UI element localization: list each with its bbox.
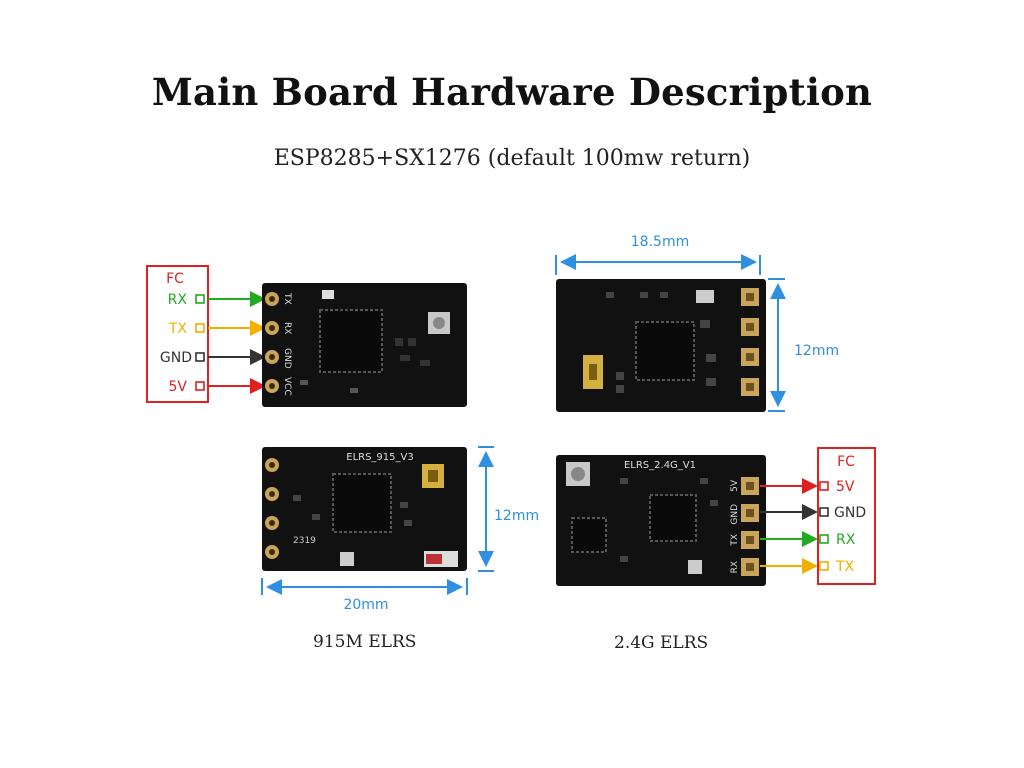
fc-right-pin-tx: TX: [835, 559, 855, 575]
fc-pin-rx: RX: [168, 292, 188, 308]
board24-pin-5v: 5V: [730, 479, 740, 492]
wires-left: [208, 291, 266, 394]
board-label-915: ELRS_915_V3: [346, 452, 413, 463]
width-label-915: 20mm: [343, 597, 388, 613]
fc-box-left: FC RX TX GND 5V: [146, 265, 209, 403]
board-label-24: ELRS_2.4G_V1: [624, 460, 696, 471]
height-label-915: 12mm: [494, 508, 539, 524]
board24-pin-rx: RX: [730, 561, 740, 573]
fc-pin-tx: TX: [168, 321, 188, 337]
fc-right-pin-rx: RX: [836, 532, 856, 548]
caption-24: 2.4G ELRS: [614, 633, 709, 653]
chip-marking: 2319: [293, 536, 316, 546]
wires-right: [760, 478, 818, 574]
dim-width-24: 18.5mm: [555, 234, 761, 275]
fc-header-right: FC: [837, 454, 855, 470]
board-24-bottom: [556, 279, 766, 412]
fc-pin-5v: 5V: [169, 379, 188, 395]
board-pin-rx: RX: [282, 322, 292, 334]
caption-915: 915M ELRS: [313, 632, 417, 652]
board-24-top: ELRS_2.4G_V1 5V GND TX RX: [556, 455, 766, 586]
fc-header-left: FC: [166, 271, 184, 287]
fc-right-pin-5v: 5V: [836, 479, 855, 495]
height-label-24: 12mm: [794, 343, 839, 359]
board-915-bottom: ELRS_915_V3 2319: [262, 447, 467, 571]
board24-pin-gnd: GND: [730, 504, 740, 525]
dim-height-915: 12mm: [478, 446, 539, 572]
page-subtitle: ESP8285+SX1276 (default 100mw return): [273, 146, 751, 171]
fc-right-pin-gnd: GND: [834, 505, 866, 521]
dim-width-915: 20mm: [261, 578, 468, 613]
fc-box-right: FC 5V GND RX TX: [817, 447, 876, 585]
board-pin-vcc: VCC: [282, 377, 292, 396]
board-pin-gnd: GND: [282, 348, 292, 369]
board-915-top: TX RX GND VCC: [262, 283, 467, 407]
width-label-24: 18.5mm: [631, 234, 689, 250]
board24-pin-tx: TX: [730, 534, 740, 547]
fc-pin-gnd: GND: [160, 350, 192, 366]
page-title: Main Board Hardware Description: [151, 70, 873, 114]
board-pin-tx: TX: [282, 292, 292, 305]
dim-height-24: 12mm: [768, 278, 839, 412]
